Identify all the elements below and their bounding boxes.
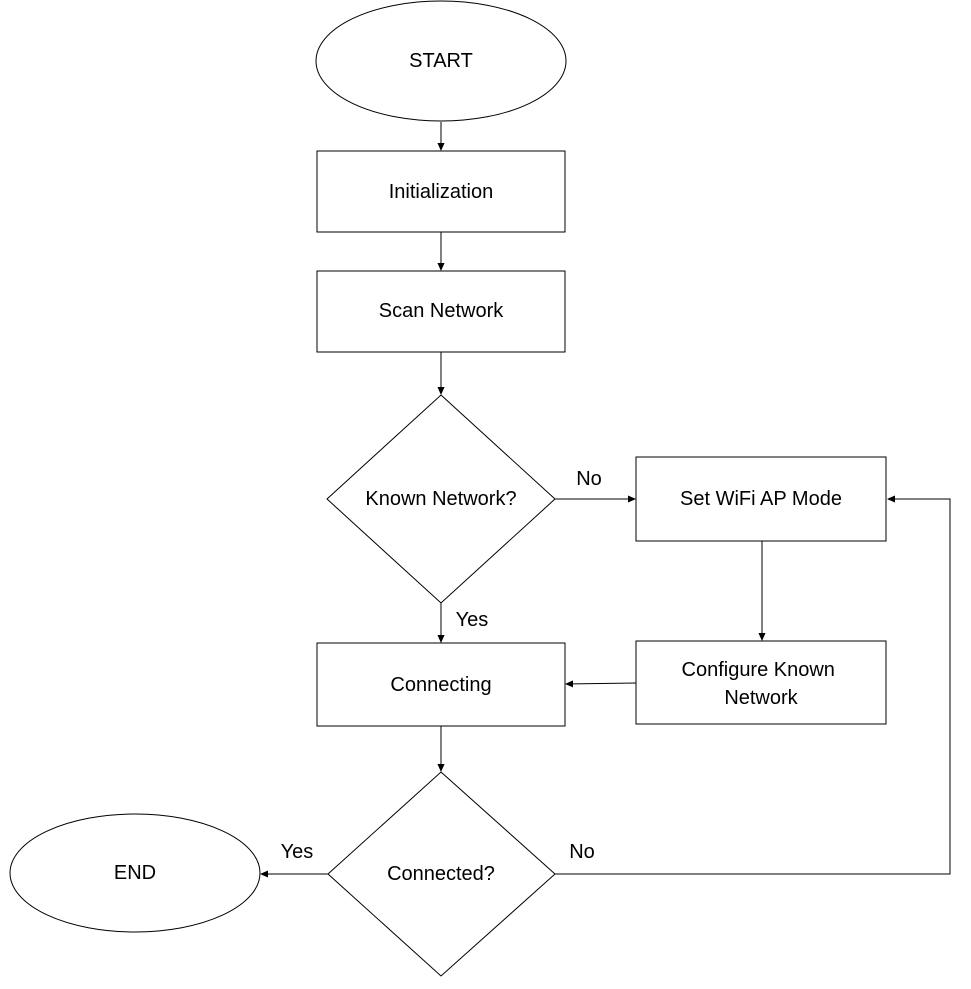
edge-labels: No Yes Yes No (281, 468, 602, 863)
set-wifi-ap-mode-label: Set WiFi AP Mode (680, 488, 842, 510)
configure-known-network-process-shape (635, 640, 887, 725)
scan-network-process-shape (316, 270, 566, 353)
scan-network-label: Scan Network (379, 300, 504, 322)
set-wifi-ap-mode-process-shape (635, 456, 887, 542)
known-network-decision-shape (326, 394, 556, 604)
edge-label-known-no: No (576, 468, 602, 490)
node-end: END (9, 813, 261, 933)
start-terminal-shape (315, 0, 567, 122)
edge-configure-known-network-to-connecting (566, 683, 637, 684)
start-label: START (409, 50, 473, 72)
initialization-label: Initialization (389, 181, 494, 203)
end-terminal-shape (9, 813, 261, 933)
initialization-process-shape (316, 150, 566, 233)
end-label: END (114, 862, 156, 884)
connecting-process-shape (316, 642, 566, 727)
connecting-label: Connecting (390, 674, 491, 696)
connected-label: Connected? (387, 863, 495, 885)
connected-decision-shape (327, 771, 556, 977)
node-known-network: Known Network? (326, 394, 556, 604)
node-scan-network: Scan Network (316, 270, 566, 353)
node-start: START (315, 0, 567, 122)
edge-label-known-yes: Yes (456, 609, 489, 631)
known-network-label: Known Network? (365, 488, 516, 510)
edge-connected-to-set-wifi-ap-mode (555, 499, 951, 875)
node-initialization: Initialization (316, 150, 566, 233)
node-connecting: Connecting (316, 642, 566, 727)
configure-known-network-label-line-1: Configure Known (682, 659, 835, 681)
node-configure-known-network: Configure Known Network (635, 640, 887, 725)
edges (261, 122, 951, 875)
edge-label-connected-yes: Yes (281, 841, 314, 863)
node-set-wifi-ap-mode: Set WiFi AP Mode (635, 456, 887, 542)
configure-known-network-label: Configure Known Network (682, 659, 841, 709)
configure-known-network-label-line-2: Network (724, 687, 798, 709)
edge-label-connected-no: No (569, 841, 595, 863)
node-connected: Connected? (327, 771, 556, 977)
